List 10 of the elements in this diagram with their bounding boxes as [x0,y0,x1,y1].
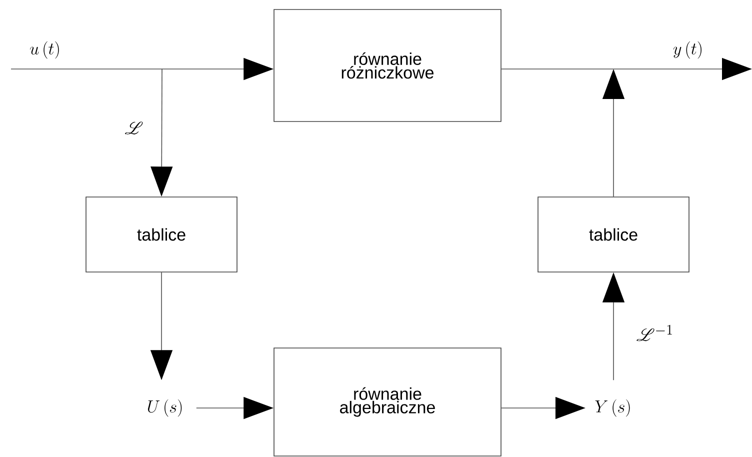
process-box: tablice [538,196,690,272]
signal-label: $Y\left(s\right)$ [595,399,630,417]
process-box: tablice [86,196,238,272]
edge-label: $y\left(t\right)$ [673,41,702,59]
edge-label: $u\left(t\right)$ [30,41,59,59]
process-box: równanie różniczkowe [274,9,502,122]
edge-label: $\mathscr{L}^{-1}$ [636,324,672,342]
edge-label: $\mathscr{L}$ [125,122,143,134]
process-box: równanie algebraiczne [274,348,502,456]
signal-label: $U\left(s\right)$ [148,399,182,417]
